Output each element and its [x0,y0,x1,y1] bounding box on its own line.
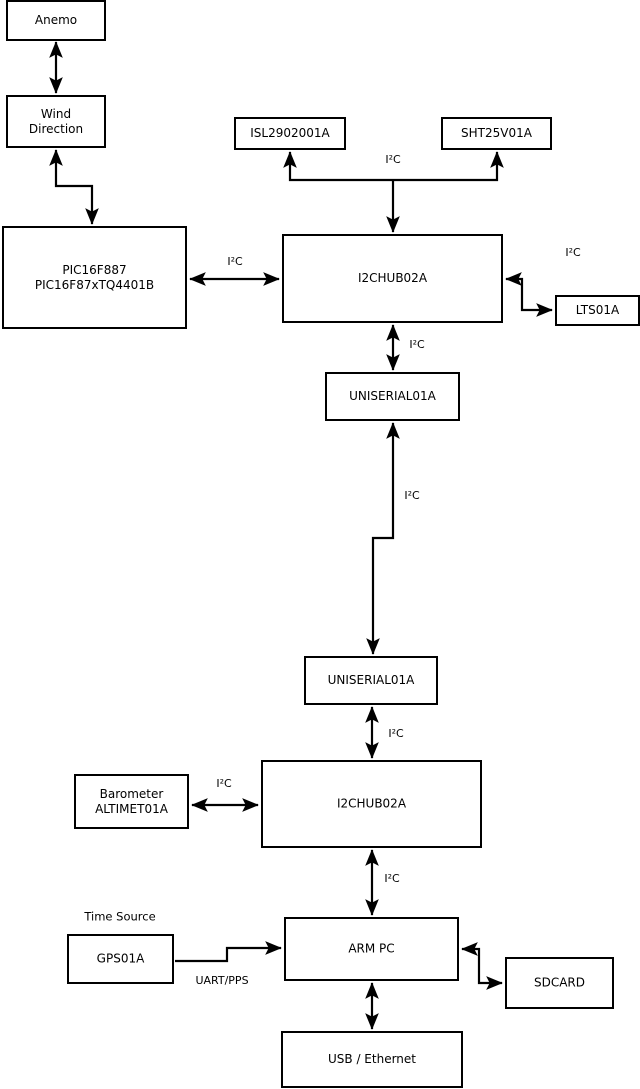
node-label: UNISERIAL01A [349,389,437,403]
edge-uniserial2-hub-bot: I²C [365,706,404,759]
node-label: ARM PC [348,942,394,956]
free-labels-layer: Time Source [83,910,155,924]
label-time-source: Time Source [83,910,155,924]
edge-hub-top-sensors: I²C [283,151,504,182]
node-sht[interactable]: SHT25V01A [441,117,552,150]
edge-barometer-hub-bot: I²C [191,777,259,812]
node-label: Anemo [35,13,77,27]
node-box[interactable] [304,656,438,705]
node-armpc[interactable]: ARM PC [284,917,459,981]
node-isl[interactable]: ISL2902001A [234,117,346,150]
node-hub_bot[interactable]: I2CHUB02A [261,760,482,848]
edge-line [175,941,282,963]
edge-line [461,942,503,990]
node-box[interactable] [67,934,174,984]
node-label: GPS01A [97,952,145,966]
node-label: UNISERIAL01A [328,673,416,687]
node-box[interactable] [234,117,346,150]
edge-label: UART/PPS [195,974,248,987]
node-box[interactable] [261,760,482,848]
node-box[interactable] [284,917,459,981]
edge-gps-armpc: UART/PPS [175,941,282,987]
edge-line [505,272,553,317]
edge-wind-pic [49,149,99,225]
edge-label: I²C [565,246,581,259]
edge-label: I²C [384,872,400,885]
node-anemo[interactable]: Anemo [6,0,106,41]
node-uniserial_1[interactable]: UNISERIAL01A [325,372,460,421]
edge-armpc-sdcard [461,942,503,990]
node-hub_top[interactable]: I2CHUB02A [282,234,503,323]
node-box[interactable] [74,774,189,829]
edges-layer: I²C I²C I²C I²C I²C I²C I²C I²C UART/PPS [49,41,581,1030]
edge-label: I²C [227,255,243,268]
node-label: I2CHUB02A [358,271,428,285]
edge-hub-bot-armpc: I²C [365,849,400,916]
node-box[interactable] [6,95,106,148]
edge-hub-top-uniserial1: I²C [386,324,425,371]
node-label: SHT25V01A [461,126,533,140]
node-label: USB / Ethernet [328,1052,416,1066]
node-label: ISL2902001A [250,126,330,140]
edge-label: I²C [385,153,401,166]
node-box[interactable] [282,234,503,323]
node-gps[interactable]: GPS01A [67,934,174,984]
edge-line [49,149,99,225]
node-lts[interactable]: LTS01A [555,295,640,326]
node-box[interactable] [325,372,460,421]
node-box[interactable] [6,0,106,41]
node-label: LTS01A [576,303,620,317]
edge-label: I²C [388,727,404,740]
edge-label: I²C [216,777,232,790]
edge-line [366,422,400,655]
node-uniserial_2[interactable]: UNISERIAL01A [304,656,438,705]
edge-uniserial1-uniserial2: I²C [366,422,420,655]
node-label: I2CHUB02A [337,797,407,811]
node-usbeth[interactable]: USB / Ethernet [281,1031,463,1088]
node-sdcard[interactable]: SDCARD [505,957,614,1009]
edge-label: I²C [409,338,425,351]
node-box[interactable] [441,117,552,150]
edge-label: I²C [404,489,420,502]
node-box[interactable] [555,295,640,326]
node-box[interactable] [281,1031,463,1088]
node-label: SDCARD [534,976,585,990]
edge-hub-top-lts: I²C [505,246,581,317]
edge-pic-hub-top: I²C [189,255,280,286]
node-box[interactable] [505,957,614,1009]
node-box[interactable] [2,226,187,329]
